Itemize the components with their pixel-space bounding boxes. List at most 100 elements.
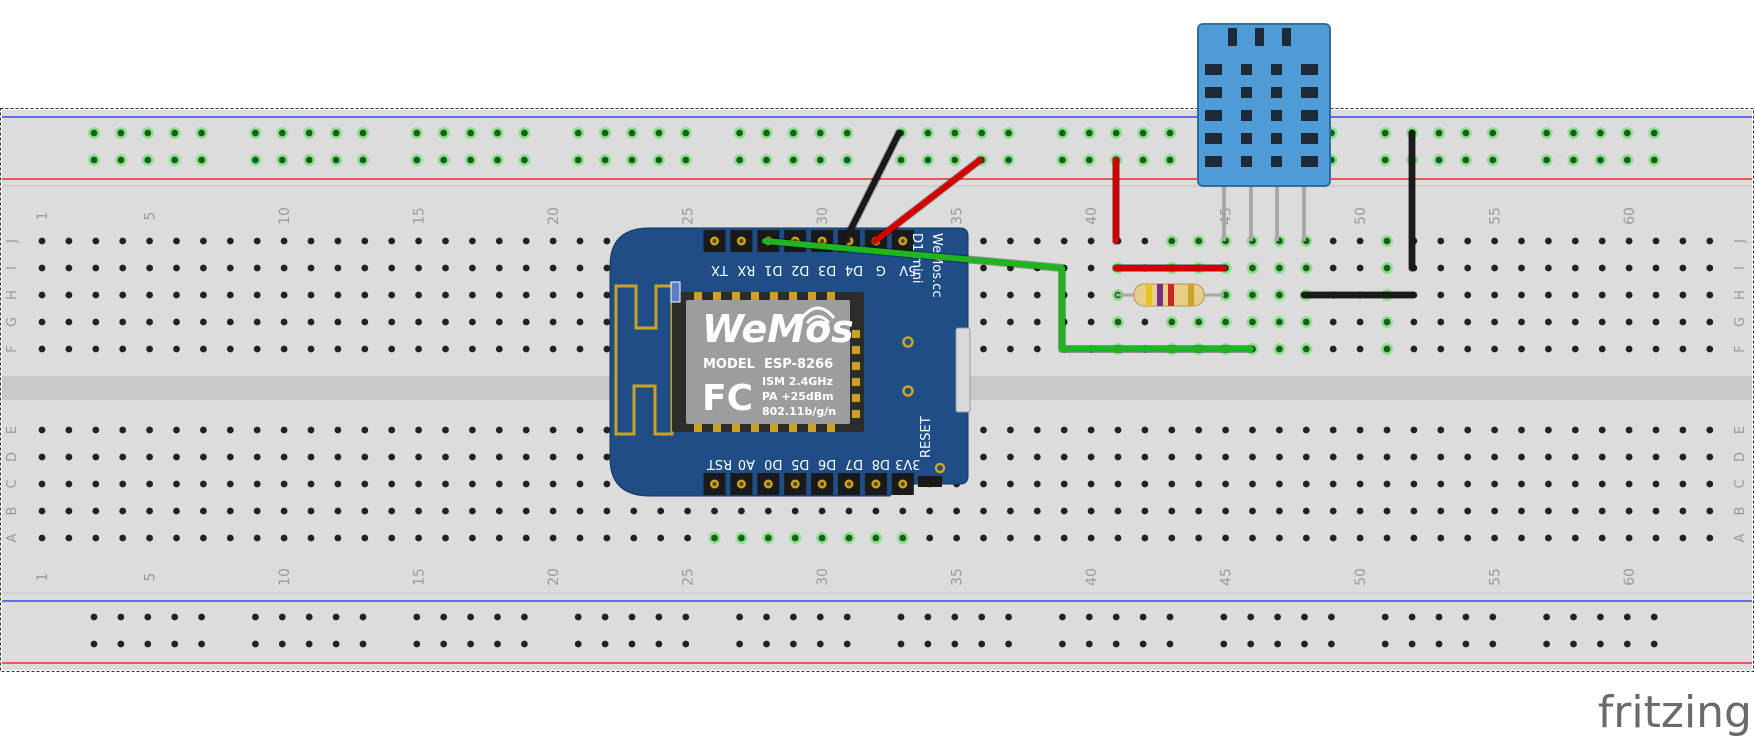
rail-hole[interactable] bbox=[1112, 640, 1120, 648]
breadboard-hole[interactable] bbox=[442, 507, 449, 515]
breadboard-hole[interactable] bbox=[1571, 453, 1579, 461]
ground-wire[interactable] bbox=[1300, 129, 1416, 299]
rail-hole[interactable] bbox=[1301, 640, 1308, 648]
breadboard-hole[interactable] bbox=[1276, 480, 1283, 488]
rail-hole[interactable] bbox=[1005, 640, 1012, 648]
breadboard-hole[interactable] bbox=[1571, 318, 1579, 326]
breadboard-hole[interactable] bbox=[1329, 453, 1337, 461]
breadboard-hole[interactable] bbox=[226, 264, 234, 272]
rail-hole[interactable] bbox=[1220, 613, 1228, 621]
breadboard-hole[interactable] bbox=[226, 318, 234, 326]
5v-wire[interactable] bbox=[871, 156, 984, 245]
breadboard-hole[interactable] bbox=[1437, 453, 1445, 461]
breadboard-hole[interactable] bbox=[388, 480, 396, 488]
breadboard-hole[interactable] bbox=[226, 480, 234, 488]
header-pin[interactable] bbox=[891, 230, 914, 252]
rail-hole[interactable] bbox=[413, 640, 421, 648]
rail-hole[interactable] bbox=[1059, 613, 1066, 621]
rail-hole[interactable] bbox=[1623, 613, 1631, 621]
breadboard-hole[interactable] bbox=[119, 318, 127, 326]
breadboard-hole[interactable] bbox=[442, 453, 449, 461]
breadboard-hole[interactable] bbox=[1007, 318, 1014, 326]
breadboard-hole[interactable] bbox=[980, 291, 987, 299]
breadboard-hole[interactable] bbox=[1545, 534, 1552, 542]
breadboard-hole[interactable] bbox=[388, 345, 396, 353]
rail-hole[interactable] bbox=[1247, 613, 1255, 621]
breadboard-hole[interactable] bbox=[1571, 507, 1579, 515]
breadboard-hole[interactable] bbox=[469, 237, 476, 245]
breadboard-hole[interactable] bbox=[762, 532, 775, 544]
breadboard-hole[interactable] bbox=[1598, 534, 1606, 542]
breadboard-hole[interactable] bbox=[576, 318, 584, 326]
breadboard-hole[interactable] bbox=[1060, 507, 1068, 515]
breadboard-hole[interactable] bbox=[1222, 453, 1229, 461]
breadboard-hole[interactable] bbox=[1679, 264, 1687, 272]
breadboard-hole[interactable] bbox=[791, 507, 799, 515]
rail-hole[interactable] bbox=[1137, 154, 1150, 166]
breadboard-hole[interactable] bbox=[1598, 426, 1606, 434]
breadboard-hole[interactable] bbox=[522, 318, 530, 326]
breadboard-hole[interactable] bbox=[65, 291, 73, 299]
breadboard-hole[interactable] bbox=[1302, 534, 1310, 542]
breadboard-hole[interactable] bbox=[1249, 534, 1256, 542]
breadboard-hole[interactable] bbox=[226, 291, 234, 299]
breadboard-hole[interactable] bbox=[1168, 426, 1176, 434]
breadboard-hole[interactable] bbox=[1383, 480, 1391, 488]
breadboard-hole[interactable] bbox=[1168, 453, 1176, 461]
rail-hole[interactable] bbox=[1540, 127, 1553, 139]
breadboard-hole[interactable] bbox=[1679, 480, 1687, 488]
breadboard-hole[interactable] bbox=[1141, 453, 1149, 461]
breadboard-hole[interactable] bbox=[603, 534, 611, 542]
rail-hole[interactable] bbox=[464, 127, 477, 139]
breadboard-hole[interactable] bbox=[495, 507, 503, 515]
breadboard-hole[interactable] bbox=[146, 426, 154, 434]
rail-hole[interactable] bbox=[494, 613, 501, 621]
rail-hole[interactable] bbox=[921, 127, 934, 139]
breadboard-hole[interactable] bbox=[1249, 507, 1256, 515]
rail-hole[interactable] bbox=[1594, 127, 1607, 139]
breadboard-hole[interactable] bbox=[708, 532, 721, 544]
rail-hole[interactable] bbox=[924, 613, 932, 621]
rail-hole[interactable] bbox=[682, 613, 690, 621]
breadboard-hole[interactable] bbox=[1545, 264, 1552, 272]
breadboard-hole[interactable] bbox=[65, 264, 73, 272]
breadboard-hole[interactable] bbox=[1060, 237, 1068, 245]
breadboard-hole[interactable] bbox=[200, 507, 207, 515]
breadboard-hole[interactable] bbox=[1246, 289, 1259, 301]
rail-hole[interactable] bbox=[141, 154, 154, 166]
breadboard-hole[interactable] bbox=[1219, 289, 1232, 301]
breadboard-hole[interactable] bbox=[388, 237, 396, 245]
breadboard-hole[interactable] bbox=[1518, 480, 1525, 488]
breadboard-hole[interactable] bbox=[1571, 426, 1579, 434]
breadboard-hole[interactable] bbox=[1410, 534, 1418, 542]
breadboard-hole[interactable] bbox=[657, 507, 665, 515]
rail-hole[interactable] bbox=[1274, 640, 1281, 648]
breadboard-hole[interactable] bbox=[1679, 507, 1687, 515]
breadboard-hole[interactable] bbox=[1114, 534, 1122, 542]
rail-hole[interactable] bbox=[90, 613, 98, 621]
breadboard-hole[interactable] bbox=[1652, 345, 1660, 353]
rail-hole[interactable] bbox=[843, 640, 851, 648]
breadboard-hole[interactable] bbox=[576, 426, 584, 434]
breadboard-hole[interactable] bbox=[1518, 507, 1525, 515]
rail-hole[interactable] bbox=[895, 154, 907, 166]
breadboard-hole[interactable] bbox=[576, 291, 584, 299]
breadboard-hole[interactable] bbox=[334, 264, 342, 272]
breadboard-hole[interactable] bbox=[1273, 289, 1286, 301]
breadboard-hole[interactable] bbox=[869, 532, 882, 544]
rail-hole[interactable] bbox=[626, 127, 638, 139]
breadboard-hole[interactable] bbox=[980, 264, 987, 272]
breadboard-hole[interactable] bbox=[495, 264, 503, 272]
rail-hole[interactable] bbox=[1621, 154, 1634, 166]
rail-hole[interactable] bbox=[521, 613, 528, 621]
breadboard-hole[interactable] bbox=[226, 345, 234, 353]
rail-hole[interactable] bbox=[1085, 613, 1093, 621]
breadboard-hole[interactable] bbox=[1033, 345, 1041, 353]
breadboard-hole[interactable] bbox=[119, 426, 127, 434]
breadboard-hole[interactable] bbox=[361, 453, 369, 461]
breadboard-hole[interactable] bbox=[1625, 345, 1633, 353]
breadboard-hole[interactable] bbox=[953, 534, 960, 542]
rail-hole[interactable] bbox=[1083, 127, 1096, 139]
breadboard-hole[interactable] bbox=[334, 507, 342, 515]
rail-hole[interactable] bbox=[171, 613, 179, 621]
